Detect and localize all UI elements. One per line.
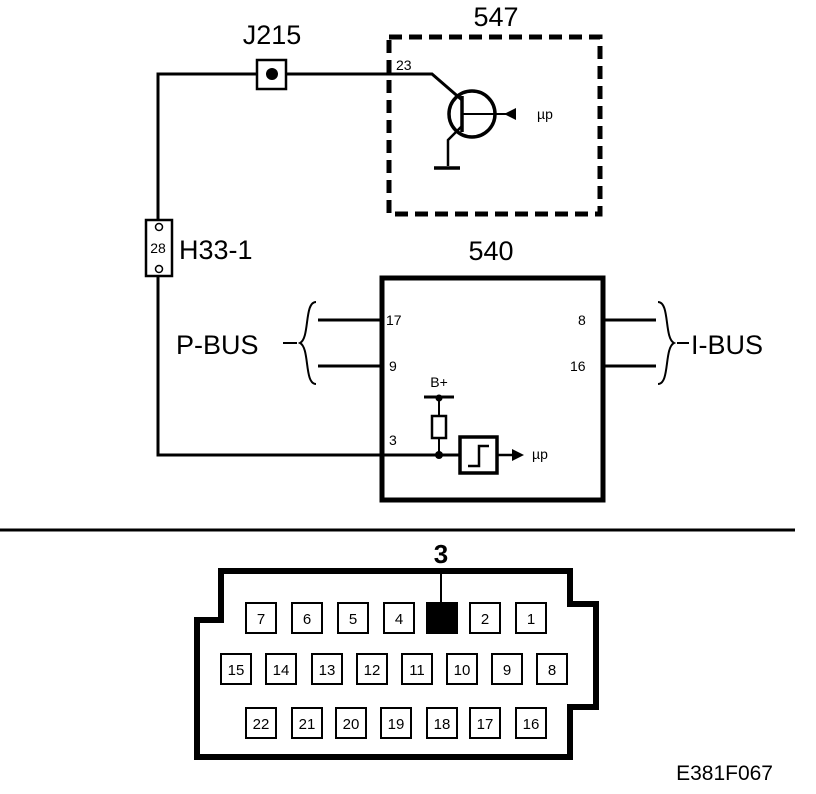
bplus-label: B+ bbox=[430, 374, 448, 390]
connector-cavity bbox=[265, 653, 297, 685]
connector-cavity bbox=[446, 653, 478, 685]
connector-cavity-label: 18 bbox=[434, 716, 451, 733]
connector-cavity bbox=[335, 707, 367, 739]
ecu547-arrow-icon bbox=[504, 108, 516, 120]
connector-cavity-label: 16 bbox=[523, 716, 540, 733]
ibus-label: I-BUS bbox=[691, 330, 763, 360]
ecu540-pin-9: 9 bbox=[389, 358, 397, 374]
connector-cavity bbox=[380, 707, 412, 739]
h33-label: H33-1 bbox=[179, 235, 253, 265]
connector-cavity bbox=[291, 602, 323, 634]
connector-cavity-label: 13 bbox=[319, 662, 336, 679]
connector-cavity bbox=[245, 602, 277, 634]
wire-j215-to-547 bbox=[286, 72, 463, 102]
wire-h33-to-540-pin3 bbox=[156, 276, 460, 457]
connector-cavity bbox=[515, 602, 547, 634]
ecu547-box bbox=[386, 34, 603, 217]
ecu547-pin-23: 23 bbox=[396, 57, 412, 73]
j215-dot-icon bbox=[266, 68, 278, 80]
connector-cavity-label: 2 bbox=[481, 611, 489, 628]
ecu540-pin-8: 8 bbox=[578, 312, 586, 328]
connector-cavity-label: 10 bbox=[454, 662, 471, 679]
ecu547-title: 547 bbox=[473, 2, 518, 32]
connector-cavity-label: 19 bbox=[388, 716, 405, 733]
ibus-brace-icon bbox=[657, 301, 677, 385]
ecu547-up-label: µp bbox=[537, 106, 553, 122]
ecu540-arrow-icon bbox=[512, 449, 524, 461]
connector-cavity bbox=[426, 707, 458, 739]
connector-cavity bbox=[337, 602, 369, 634]
connector-cavity-label: 12 bbox=[364, 662, 381, 679]
transistor-icon bbox=[434, 89, 512, 170]
connector-cavity-label: 6 bbox=[303, 611, 311, 628]
connector-cavity bbox=[245, 707, 277, 739]
wire-h33-to-j215 bbox=[156, 72, 258, 220]
connector-cavity-label: 22 bbox=[253, 716, 270, 733]
h33-pin-label: 28 bbox=[150, 240, 166, 256]
ecu540-pin-17: 17 bbox=[386, 312, 402, 328]
pbus-label: P-BUS bbox=[176, 330, 259, 360]
connector-cavity-label: 4 bbox=[395, 611, 403, 628]
connector-cavity-label: 20 bbox=[343, 716, 360, 733]
connector-pin-callout: 3 bbox=[434, 539, 448, 569]
figure-id: E381F067 bbox=[676, 762, 773, 785]
bplus-node-icon bbox=[435, 394, 443, 402]
step-symbol-icon bbox=[468, 444, 489, 468]
ecu540-title: 540 bbox=[468, 236, 513, 266]
connector-cavity-label: 8 bbox=[548, 662, 556, 679]
connector-cavity-label: 21 bbox=[299, 716, 316, 733]
connector-cavity-highlighted bbox=[426, 602, 458, 634]
connector-cavity-label: 14 bbox=[273, 662, 290, 679]
connector-cavity bbox=[469, 602, 501, 634]
connector-cavity-label: 7 bbox=[257, 611, 265, 628]
connector-cavity bbox=[383, 602, 415, 634]
pbus-brace-icon bbox=[297, 301, 317, 385]
connector-cavity bbox=[491, 653, 523, 685]
ecu540-pin-3: 3 bbox=[389, 432, 397, 448]
pin3-node-icon bbox=[435, 451, 443, 459]
h33-terminal-bottom-icon bbox=[154, 264, 164, 274]
connector-housing bbox=[194, 568, 599, 760]
connector-cavity-label: 11 bbox=[409, 662, 425, 679]
connector-cavity bbox=[536, 653, 568, 685]
h33-terminal-top-icon bbox=[154, 222, 164, 232]
connector-cavity-label: 5 bbox=[349, 611, 357, 628]
ecu540-pin-16: 16 bbox=[570, 358, 586, 374]
connector-cavity bbox=[356, 653, 388, 685]
ecu540-box bbox=[379, 275, 606, 503]
pullup-resistor-icon bbox=[424, 395, 454, 455]
connector-cavity bbox=[401, 653, 433, 685]
ecu540-up-label: µp bbox=[532, 446, 548, 462]
j215-label: J215 bbox=[243, 20, 302, 50]
connector-cavity-label: 15 bbox=[228, 662, 245, 679]
connector-cavity-label: 1 bbox=[527, 611, 535, 628]
wires bbox=[156, 72, 656, 457]
connector-cavity bbox=[220, 653, 252, 685]
connector-cavity bbox=[469, 707, 501, 739]
connector-cavity bbox=[515, 707, 547, 739]
connector-cavity bbox=[291, 707, 323, 739]
connector-cavity bbox=[311, 653, 343, 685]
connector-cavity-label: 17 bbox=[477, 716, 494, 733]
connector-cavity-label: 9 bbox=[503, 662, 511, 679]
